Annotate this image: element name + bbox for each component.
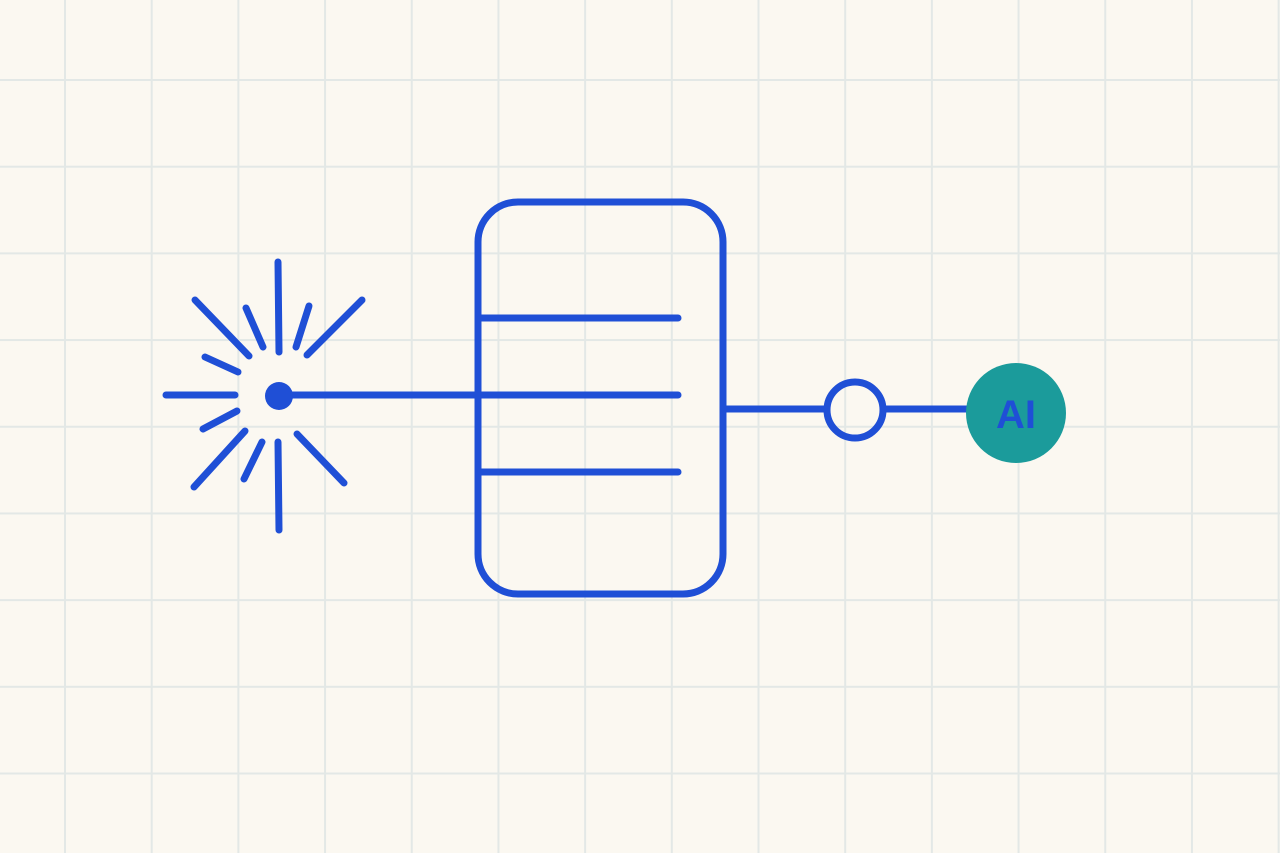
- burst-ray: [199, 407, 241, 433]
- burst-ray: [190, 427, 249, 491]
- burst-ray: [303, 296, 366, 359]
- burst-ray: [191, 296, 253, 360]
- ai-node-label: AI: [996, 393, 1036, 437]
- burst-ray: [274, 258, 283, 356]
- burst-ray: [242, 304, 267, 351]
- storage-panel: [474, 198, 727, 598]
- storage-panel-frame: [474, 198, 727, 598]
- junction-node: [823, 378, 887, 442]
- burst-ray: [293, 430, 348, 487]
- burst-icon: [162, 258, 366, 534]
- burst-ray: [201, 353, 242, 376]
- ai-node: AI: [966, 363, 1066, 463]
- ai-node-circle: [966, 363, 1066, 463]
- source-point: [265, 382, 293, 410]
- burst-ray: [274, 438, 283, 534]
- burst-ray: [292, 302, 313, 351]
- burst-ray: [240, 438, 266, 483]
